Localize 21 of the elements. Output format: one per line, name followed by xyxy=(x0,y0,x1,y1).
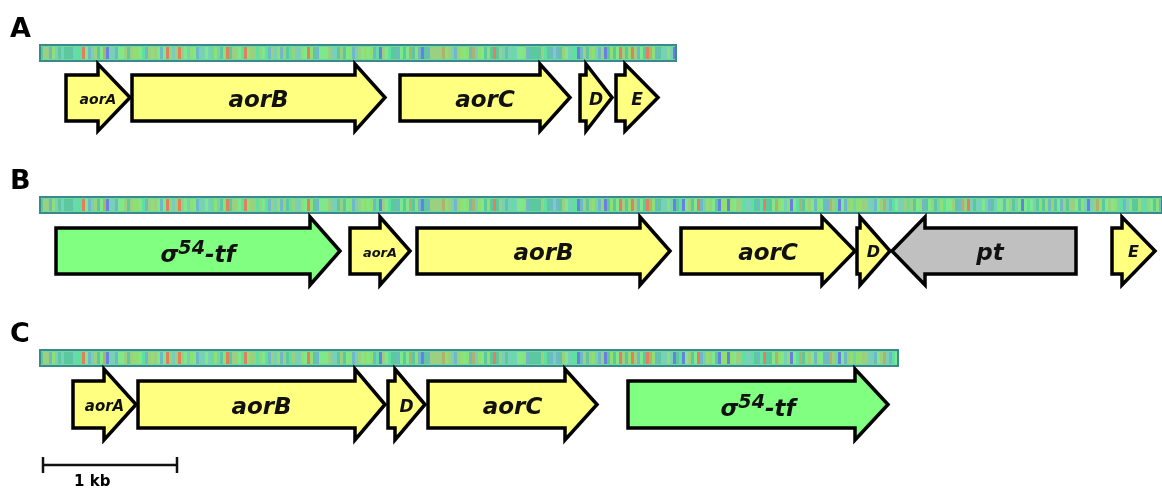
gene-label: D xyxy=(866,244,881,260)
gene-label: E xyxy=(1128,244,1139,260)
panel-letter: A xyxy=(10,14,31,41)
gene-label: E xyxy=(631,90,643,107)
gene-label: σ$^{54}$-tf xyxy=(720,391,796,420)
gene-label: aorC xyxy=(455,87,515,110)
gene-label: aorB xyxy=(231,394,292,417)
gene-label: aorB xyxy=(228,87,289,110)
gene-label: aorB xyxy=(513,240,574,264)
panel-letter: C xyxy=(10,319,30,346)
scale-label: 1 kb xyxy=(74,474,111,489)
gene-label: D xyxy=(399,397,414,414)
gene-label: aorC xyxy=(738,240,798,264)
gene-label: D xyxy=(588,90,604,107)
panel-letter: B xyxy=(10,166,31,193)
gene-label: pt xyxy=(976,240,1004,264)
gene-label: aorA xyxy=(79,91,117,106)
gene-label: aorA xyxy=(84,398,125,413)
gene-label: σ$^{54}$-tf xyxy=(160,237,236,267)
gene-label: aorC xyxy=(482,394,543,417)
gene-label: aorA xyxy=(362,245,398,259)
